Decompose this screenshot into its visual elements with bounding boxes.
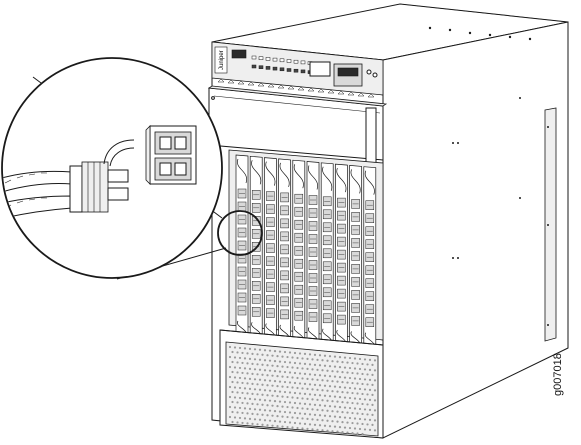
alarm-indicator [347,91,355,96]
line-card [320,162,334,345]
status-led [300,60,306,65]
status-led [258,65,264,69]
line-card [349,165,362,348]
alarm-indicator [317,88,325,93]
alarm-indicator [237,80,245,85]
status-led [272,57,278,62]
alarm-indicator [267,83,275,88]
alarm-indicator [227,79,235,84]
alarm-indicator [337,90,345,95]
line-card [306,161,320,344]
line-card [335,163,348,347]
figure-id-label: g007018 [552,353,564,396]
line-card-set [235,154,377,349]
line-card [264,157,277,340]
status-led [279,58,285,63]
status-led [258,56,264,60]
top-rail-holes [428,26,532,41]
lower-fan-tray [219,329,384,439]
status-led [293,59,299,64]
line-card-cage [228,149,384,349]
status-led [286,59,292,63]
juniper-logo: Juniper [214,46,228,74]
status-led [279,67,285,72]
alarm-indicator [277,84,285,89]
alarm-indicator [247,81,255,86]
alarm-indicator [297,86,305,91]
status-led [272,66,278,71]
status-led [251,55,257,60]
alarm-indicator [367,93,375,98]
alarm-indicator [257,82,265,87]
chassis-right-side [382,21,569,439]
status-led [286,68,292,72]
line-card [235,154,249,338]
alarm-indicator [217,78,225,83]
status-led [265,57,271,61]
status-led [265,66,271,70]
status-led [300,69,306,74]
optical-transceiver-port [145,125,197,185]
magnified-callout [1,57,223,279]
line-card [292,159,306,343]
highlight-circle [217,210,263,256]
line-card [278,158,291,342]
craft-interface-panel: Juniper [211,41,384,98]
alarm-indicator [307,87,315,92]
fan-grille [228,345,377,436]
status-led [293,68,299,73]
svg-text:Juniper: Juniper [219,50,225,70]
status-led [251,64,257,69]
alarm-indicator [287,85,295,90]
fiber-cables [3,170,73,221]
line-card [363,166,377,349]
alarm-indicator [357,92,365,97]
duplex-lc-connector [69,139,135,213]
alarm-indicator [327,89,335,94]
